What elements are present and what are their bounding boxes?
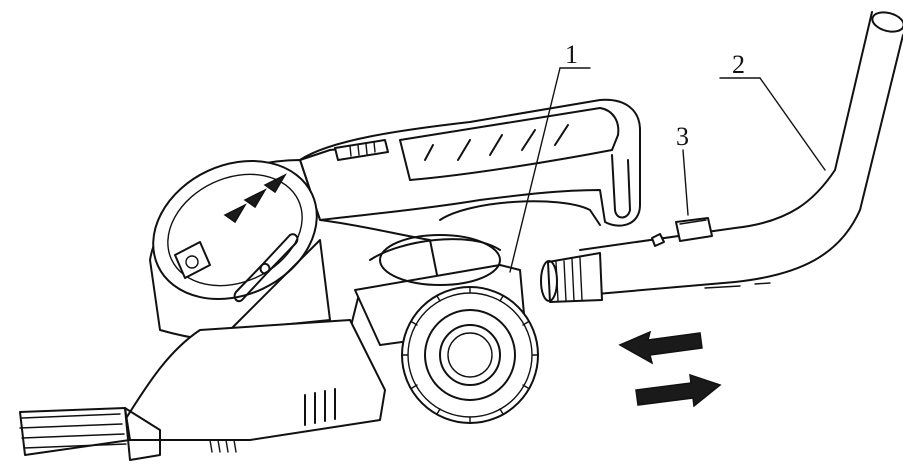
arrow-left-icon (618, 330, 703, 365)
label-part-2: 2 (732, 50, 745, 79)
label-part-3: 3 (676, 122, 689, 151)
wheel-assembly (354, 234, 539, 424)
grip-slots (424, 124, 569, 161)
arrow-right-icon (635, 373, 722, 408)
shear-body (124, 98, 641, 453)
extension-pole (540, 11, 903, 303)
direction-arrows (618, 330, 722, 408)
front-vents (304, 388, 336, 426)
leader-lines (509, 67, 826, 273)
shear-blade (19, 407, 161, 461)
label-part-1: 1 (565, 40, 578, 69)
